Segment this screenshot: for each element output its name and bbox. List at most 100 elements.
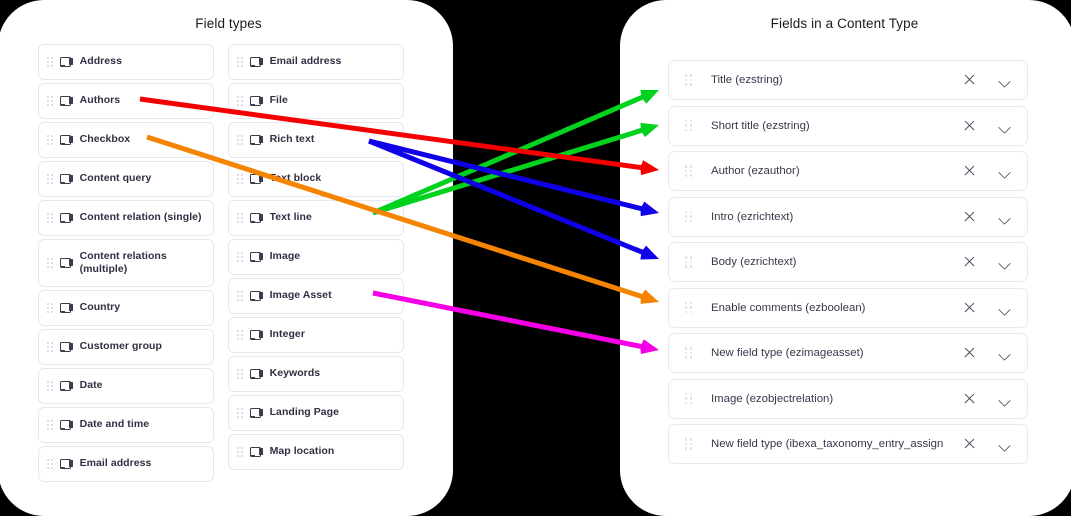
chevron-down-icon[interactable] bbox=[997, 391, 1013, 407]
field-type-card[interactable]: Country bbox=[38, 290, 214, 326]
drag-handle-icon[interactable] bbox=[47, 342, 53, 352]
field-type-label: Date and time bbox=[79, 418, 150, 431]
chevron-down-icon[interactable] bbox=[997, 436, 1013, 452]
close-icon[interactable] bbox=[962, 163, 978, 179]
field-type-label: Rich text bbox=[269, 133, 315, 146]
drag-handle-icon[interactable] bbox=[47, 213, 53, 223]
drag-handle-icon[interactable] bbox=[237, 174, 243, 184]
field-type-icon bbox=[249, 134, 263, 146]
chevron-down-icon[interactable] bbox=[997, 300, 1013, 316]
content-type-field-label: New field type (ibexa_taxonomy_entry_ass… bbox=[710, 438, 943, 450]
drag-handle-icon[interactable] bbox=[685, 301, 692, 314]
drag-handle-icon[interactable] bbox=[685, 210, 692, 223]
close-icon[interactable] bbox=[962, 72, 978, 88]
drag-handle-icon[interactable] bbox=[47, 258, 53, 268]
field-type-card[interactable]: Content relation (single) bbox=[38, 200, 214, 236]
field-type-label: Text line bbox=[269, 211, 312, 224]
chevron-down-icon[interactable] bbox=[997, 209, 1013, 225]
chevron-down-icon[interactable] bbox=[997, 254, 1013, 270]
field-type-card[interactable]: Date bbox=[38, 368, 214, 404]
drag-handle-icon[interactable] bbox=[47, 57, 53, 67]
field-type-card[interactable]: Text line bbox=[228, 200, 404, 236]
content-type-field-row[interactable]: Body (ezrichtext) bbox=[668, 242, 1028, 282]
chevron-down-icon[interactable] bbox=[997, 163, 1013, 179]
drag-handle-icon[interactable] bbox=[685, 392, 692, 405]
field-type-card[interactable]: Text block bbox=[228, 161, 404, 197]
drag-handle-icon[interactable] bbox=[237, 291, 243, 301]
close-icon[interactable] bbox=[962, 436, 978, 452]
content-type-field-row[interactable]: Intro (ezrichtext) bbox=[668, 196, 1028, 237]
field-type-label: Date bbox=[79, 379, 103, 392]
field-type-card[interactable]: Content query bbox=[38, 161, 214, 197]
field-type-icon bbox=[249, 173, 263, 185]
drag-handle-icon[interactable] bbox=[685, 165, 692, 177]
drag-handle-icon[interactable] bbox=[237, 330, 243, 340]
drag-handle-icon[interactable] bbox=[47, 420, 53, 430]
field-type-card[interactable]: Landing Page bbox=[228, 395, 404, 431]
drag-handle-icon[interactable] bbox=[237, 408, 243, 418]
content-type-field-row[interactable]: New field type (ezimageasset) bbox=[668, 333, 1028, 373]
drag-handle-icon[interactable] bbox=[685, 74, 692, 86]
field-type-icon bbox=[249, 95, 263, 107]
close-icon[interactable] bbox=[962, 345, 978, 361]
field-type-label: Map location bbox=[269, 445, 335, 458]
close-icon[interactable] bbox=[962, 391, 978, 407]
drag-handle-icon[interactable] bbox=[47, 96, 53, 106]
chevron-down-icon[interactable] bbox=[997, 72, 1013, 88]
content-type-field-row[interactable]: Short title (ezstring) bbox=[668, 105, 1028, 146]
field-type-card[interactable]: Authors bbox=[38, 83, 214, 119]
drag-handle-icon[interactable] bbox=[47, 174, 53, 184]
field-type-card[interactable]: Customer group bbox=[38, 329, 214, 365]
content-type-field-label: Title (ezstring) bbox=[710, 74, 783, 86]
drag-handle-icon[interactable] bbox=[237, 96, 243, 106]
content-type-fields-list: Title (ezstring) Short title (ezstring) Au… bbox=[668, 60, 1028, 470]
content-type-field-label: Body (ezrichtext) bbox=[710, 256, 797, 268]
drag-handle-icon[interactable] bbox=[237, 135, 243, 145]
content-type-field-row[interactable]: Title (ezstring) bbox=[668, 60, 1028, 100]
drag-handle-icon[interactable] bbox=[685, 119, 692, 132]
close-icon[interactable] bbox=[962, 300, 978, 316]
drag-handle-icon[interactable] bbox=[237, 57, 243, 67]
field-type-label: Authors bbox=[79, 94, 121, 107]
content-type-field-row[interactable]: New field type (ibexa_taxonomy_entry_ass… bbox=[668, 424, 1028, 464]
drag-handle-icon[interactable] bbox=[685, 347, 692, 359]
drag-handle-icon[interactable] bbox=[47, 303, 53, 313]
field-type-card[interactable]: Address bbox=[38, 44, 214, 80]
field-type-card[interactable]: Integer bbox=[228, 317, 404, 353]
field-type-card[interactable]: Email address bbox=[38, 446, 214, 482]
drag-handle-icon[interactable] bbox=[237, 369, 243, 379]
chevron-down-icon[interactable] bbox=[997, 118, 1013, 134]
field-type-card[interactable]: Image bbox=[228, 239, 404, 275]
content-type-field-row[interactable]: Image (ezobjectrelation) bbox=[668, 378, 1028, 419]
field-type-card[interactable]: Image Asset bbox=[228, 278, 404, 314]
field-type-card[interactable]: Email address bbox=[228, 44, 404, 80]
chevron-down-icon[interactable] bbox=[997, 345, 1013, 361]
content-type-field-label: Intro (ezrichtext) bbox=[710, 210, 794, 223]
close-icon[interactable] bbox=[962, 118, 978, 134]
field-type-icon bbox=[249, 212, 263, 224]
field-type-card[interactable]: Checkbox bbox=[38, 122, 214, 158]
drag-handle-icon[interactable] bbox=[47, 135, 53, 145]
close-icon[interactable] bbox=[962, 254, 978, 270]
content-type-fields-panel: Fields in a Content Type Title (ezstring… bbox=[620, 0, 1071, 516]
field-type-card[interactable]: Map location bbox=[228, 434, 404, 470]
drag-handle-icon[interactable] bbox=[237, 252, 243, 262]
close-icon[interactable] bbox=[962, 209, 978, 225]
field-type-label: Content relation (single) bbox=[79, 211, 202, 224]
drag-handle-icon[interactable] bbox=[237, 447, 243, 457]
field-type-icon bbox=[59, 56, 73, 68]
content-type-field-row[interactable]: Author (ezauthor) bbox=[668, 151, 1028, 191]
field-type-label: Image Asset bbox=[269, 289, 332, 302]
drag-handle-icon[interactable] bbox=[237, 213, 243, 223]
drag-handle-icon[interactable] bbox=[685, 438, 692, 450]
field-type-card[interactable]: Content relations (multiple) bbox=[38, 239, 214, 287]
field-type-icon bbox=[59, 380, 73, 392]
field-type-card[interactable]: Keywords bbox=[228, 356, 404, 392]
field-type-card[interactable]: Date and time bbox=[38, 407, 214, 443]
field-type-card[interactable]: File bbox=[228, 83, 404, 119]
content-type-field-row[interactable]: Enable comments (ezboolean) bbox=[668, 287, 1028, 328]
drag-handle-icon[interactable] bbox=[47, 459, 53, 469]
drag-handle-icon[interactable] bbox=[685, 256, 692, 268]
drag-handle-icon[interactable] bbox=[47, 381, 53, 391]
field-type-card[interactable]: Rich text bbox=[228, 122, 404, 158]
